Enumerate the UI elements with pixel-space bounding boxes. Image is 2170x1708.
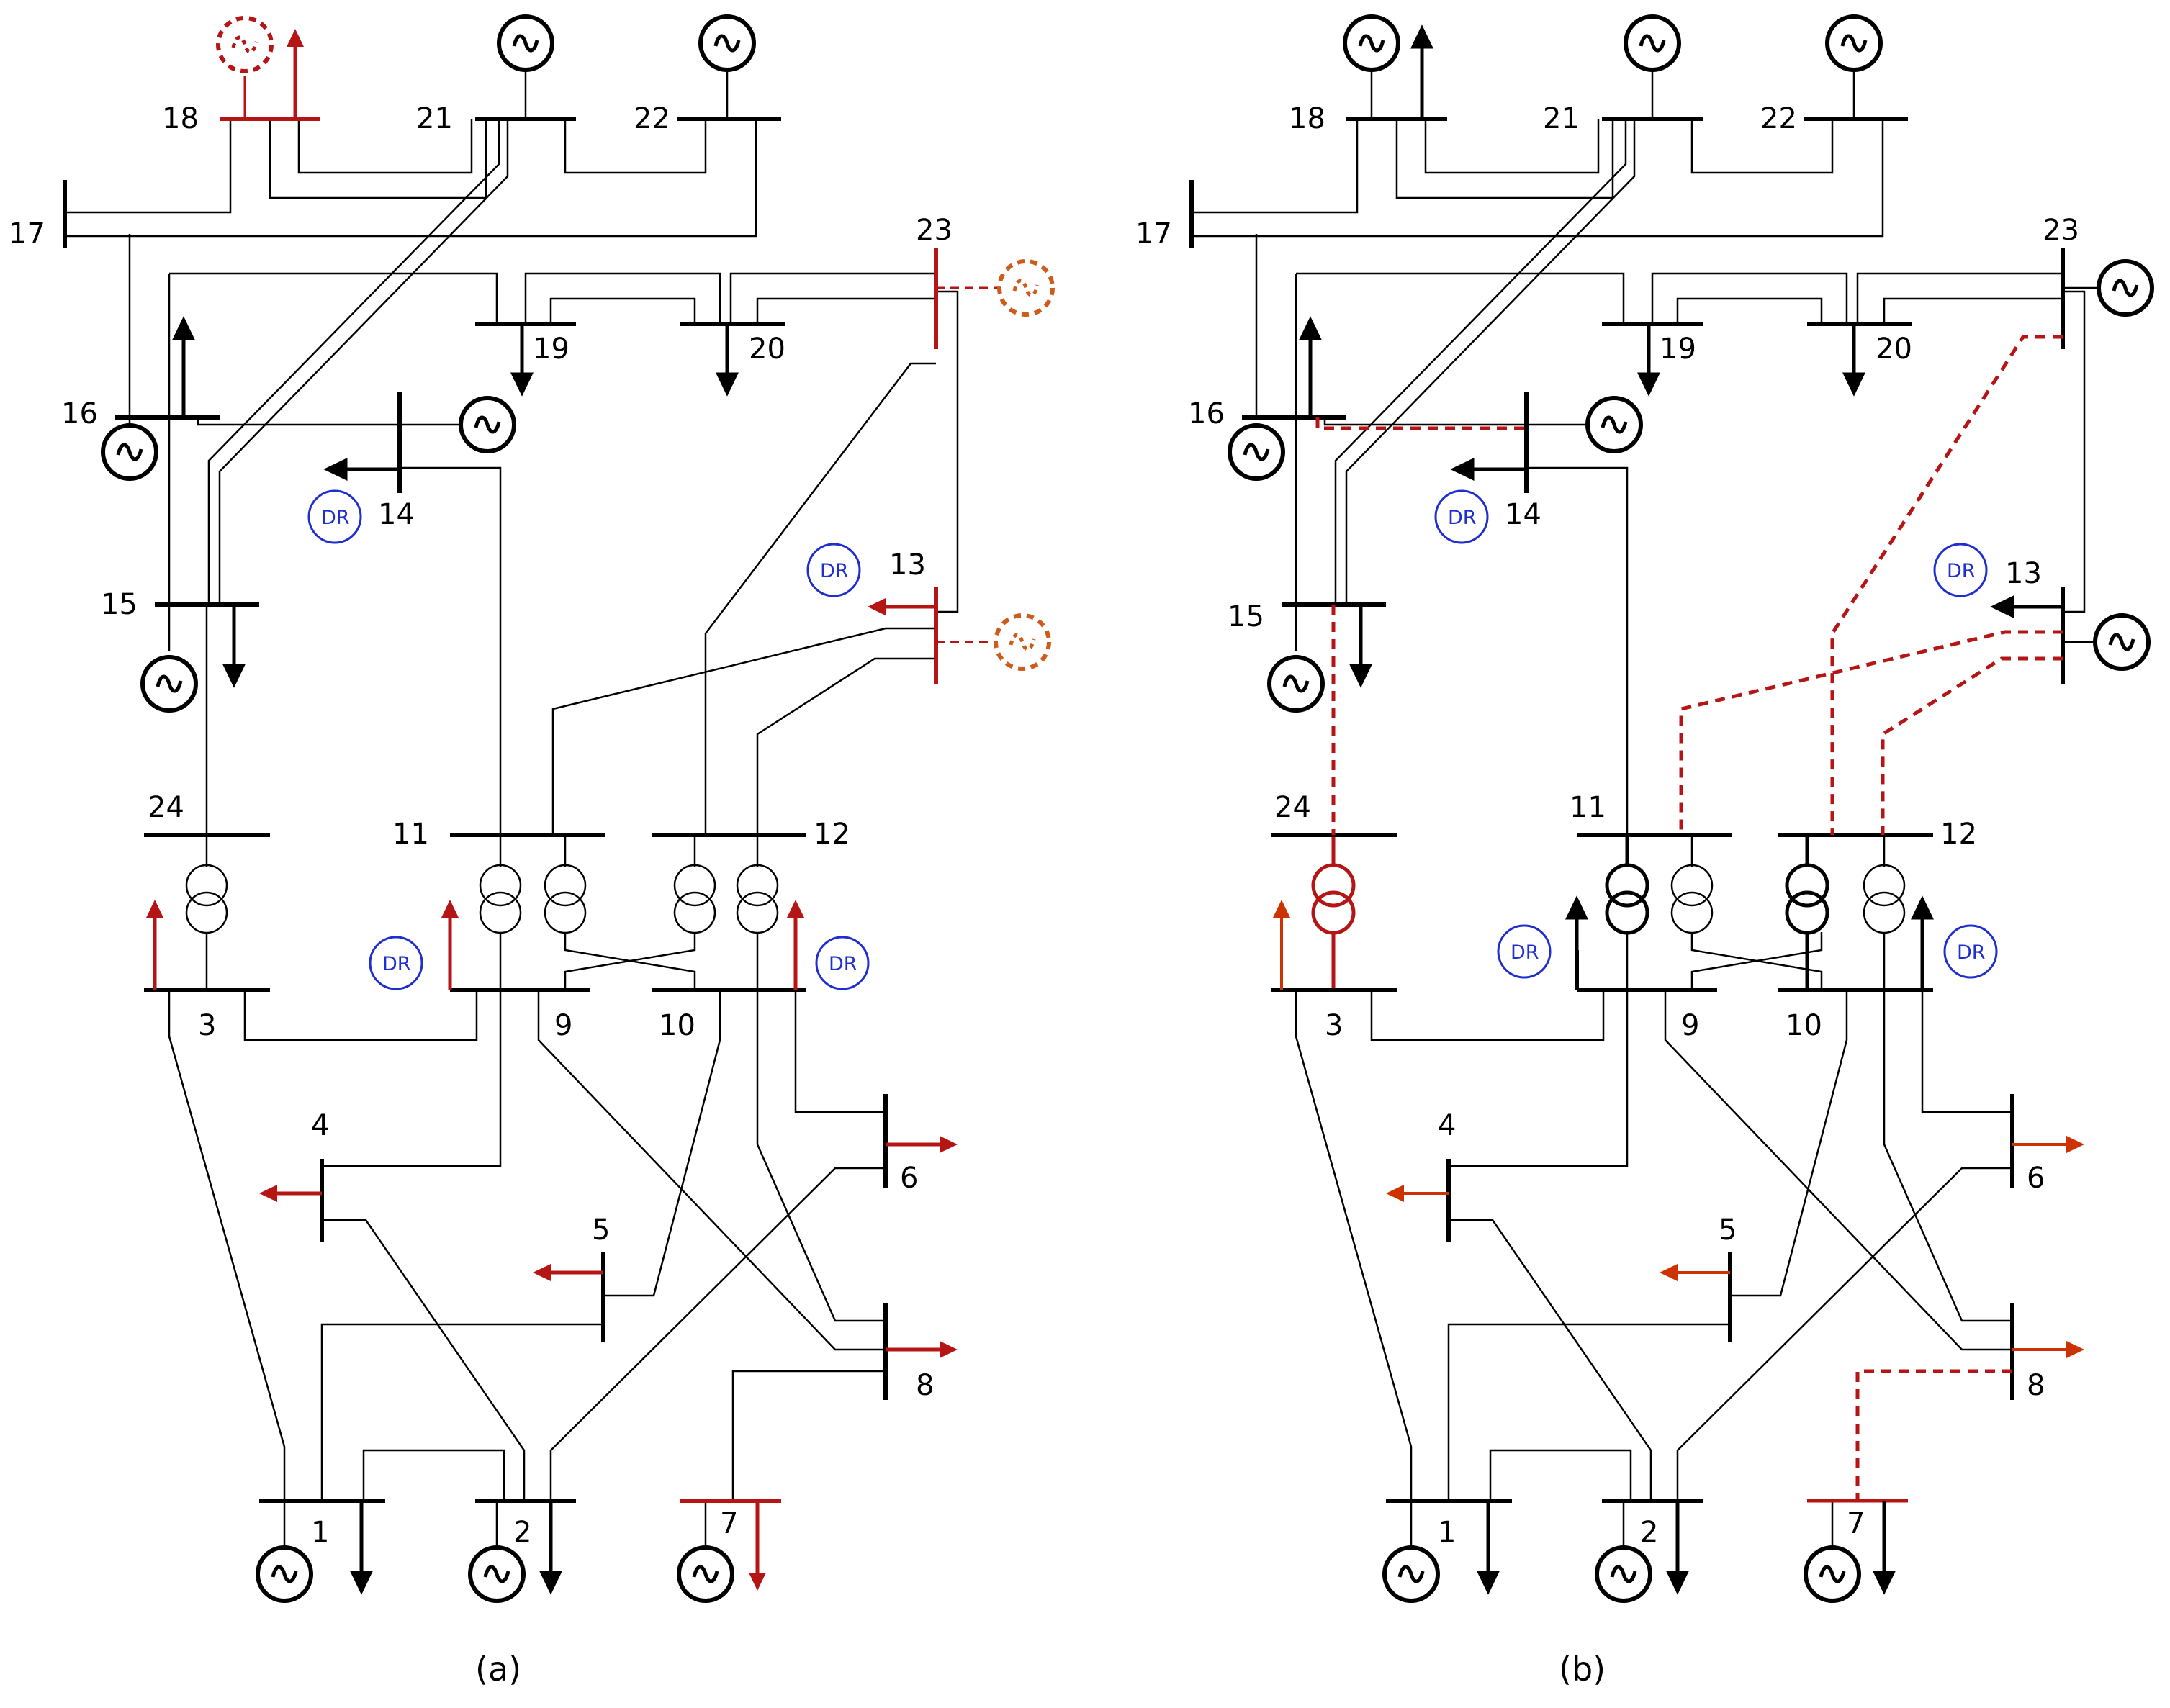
dr-label: DR <box>382 953 411 975</box>
new-dashed-lines <box>1315 335 2063 1501</box>
bus-label: 13 <box>889 548 926 582</box>
transformer-icon <box>185 864 779 934</box>
bus-label: 19 <box>533 333 569 366</box>
generator-icon <box>103 17 1053 1601</box>
dr-label: DR <box>1448 507 1477 529</box>
bus-label: 8 <box>916 1369 934 1402</box>
bus-label: 22 <box>1760 102 1797 135</box>
bus-label: 5 <box>1719 1214 1737 1247</box>
bus-label: 14 <box>378 498 415 531</box>
bus-label: 6 <box>2027 1162 2045 1195</box>
bus-label: 1 <box>1438 1516 1456 1549</box>
dr-label: DR <box>1957 941 1986 964</box>
bus-label: 10 <box>659 1009 695 1042</box>
bus-label: 21 <box>416 102 453 135</box>
load-arrow-icon <box>1273 24 2084 1595</box>
bus-label: 14 <box>1505 498 1541 531</box>
load-arrow-icon <box>146 29 958 1595</box>
bus-label: 23 <box>916 214 953 247</box>
bus-label: 11 <box>1570 791 1606 824</box>
bus-label: 7 <box>1847 1507 1865 1540</box>
bus-labels-b: 1 2 3 4 5 6 7 8 9 10 11 12 13 14 15 16 1… <box>1135 102 2079 1689</box>
transmission-lines <box>65 65 959 1547</box>
bus-label: 24 <box>148 791 184 824</box>
dr-circle-icon <box>1434 489 1998 979</box>
bus-bars <box>63 117 888 1503</box>
bus-label: 4 <box>311 1109 329 1142</box>
dr-label: DR <box>829 953 857 975</box>
bus-label: 12 <box>1940 818 1977 851</box>
bus-label: 11 <box>392 818 429 851</box>
bus-label: 15 <box>101 588 138 621</box>
dr-label: DR <box>1947 560 1976 582</box>
de-energized-buses <box>220 76 1001 1503</box>
bus-bars <box>1189 117 2065 1503</box>
bus-label: 18 <box>162 102 199 135</box>
dr-label: DR <box>321 507 350 529</box>
bus-label: 24 <box>1274 791 1311 824</box>
bus-label: 1 <box>311 1516 329 1549</box>
bus-label: 4 <box>1438 1109 1456 1142</box>
bus-label: 5 <box>592 1214 610 1247</box>
bus-label: 20 <box>749 333 785 366</box>
panel-b <box>1189 17 2152 1601</box>
bus-label: 3 <box>198 1009 216 1042</box>
bus-label: 2 <box>513 1516 531 1549</box>
panel-a <box>63 17 1053 1601</box>
bus-label: 18 <box>1289 102 1325 135</box>
panel-caption: (b) <box>1559 1650 1606 1689</box>
bus-label: 17 <box>9 217 45 250</box>
bus-label: 6 <box>900 1162 918 1195</box>
bus-label: 7 <box>720 1507 738 1540</box>
bus-label: 3 <box>1325 1009 1343 1042</box>
dr-label: DR <box>820 560 849 582</box>
bus-label: 10 <box>1786 1009 1822 1042</box>
transformer-icon <box>1311 835 1906 990</box>
bus-label: 2 <box>1640 1516 1658 1549</box>
bus-label: 19 <box>1660 333 1696 366</box>
bus-label: 8 <box>2027 1369 2045 1402</box>
bus-label: 9 <box>554 1009 572 1042</box>
bus-label: 15 <box>1228 600 1264 633</box>
bus-label: 22 <box>634 102 670 135</box>
bus-label: 21 <box>1543 102 1580 135</box>
bus-label: 9 <box>1681 1009 1699 1042</box>
panel-caption: (a) <box>475 1650 521 1689</box>
transmission-lines <box>1192 65 2099 1547</box>
bus-label: 16 <box>61 397 98 430</box>
bus-label: 17 <box>1135 217 1172 250</box>
dr-circle-icon <box>307 489 870 990</box>
bus-label: 16 <box>1188 397 1225 430</box>
dr-label: DR <box>1511 941 1539 964</box>
bus-label: 23 <box>2043 214 2079 247</box>
bus-labels-a: 1 2 3 4 5 6 7 8 9 10 11 12 13 14 15 16 1… <box>9 102 953 1689</box>
bus-label: 13 <box>2005 557 2042 590</box>
bus-label: 20 <box>1876 333 1912 366</box>
bus-label: 12 <box>814 818 850 851</box>
